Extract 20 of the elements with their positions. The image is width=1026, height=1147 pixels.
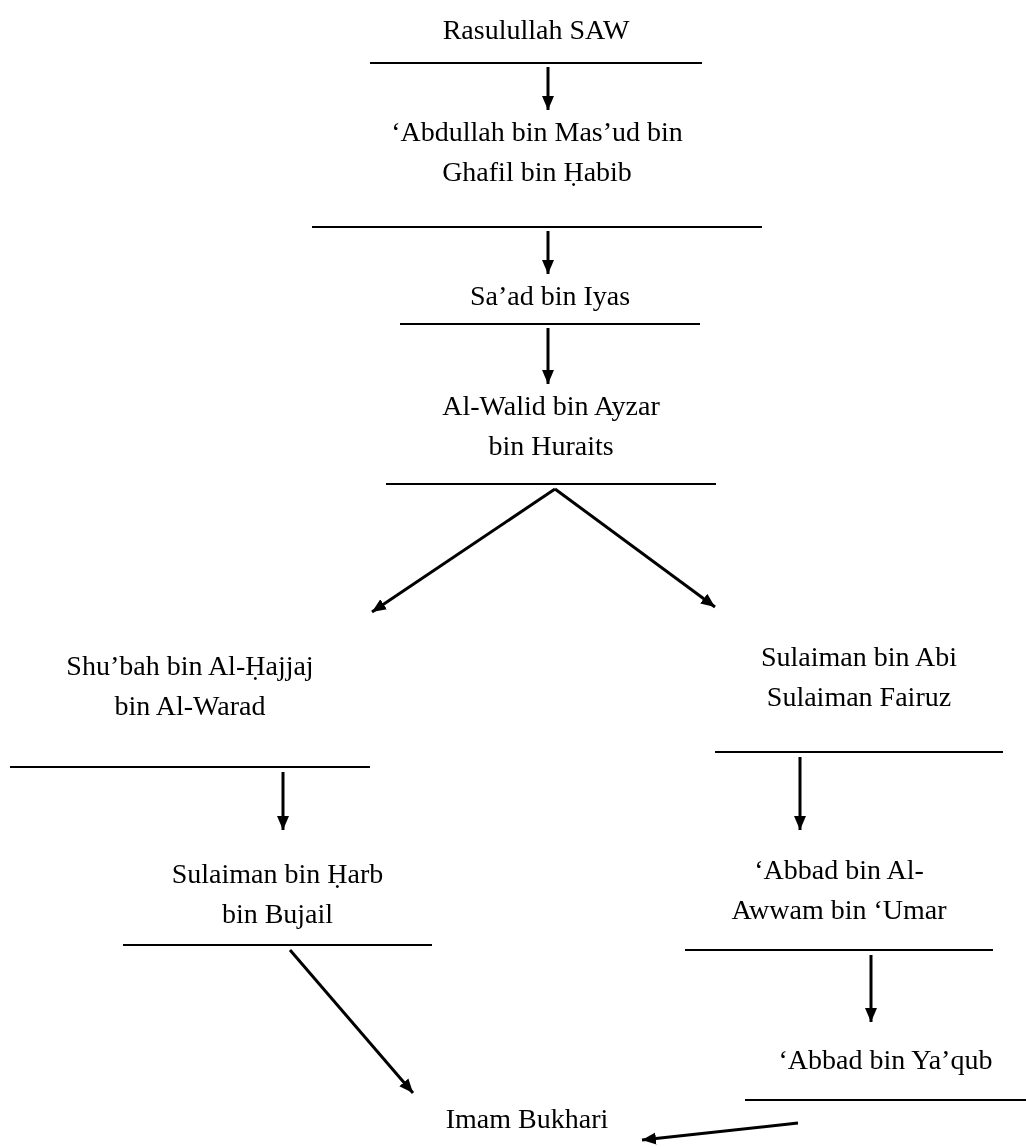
- arrow: [794, 757, 806, 830]
- name-text: Rasulullah SAW: [442, 13, 630, 47]
- arrow: [554, 487, 716, 609]
- arrow: [865, 955, 877, 1022]
- arrow: [641, 1121, 799, 1145]
- arrow: [542, 328, 554, 384]
- arrow: [542, 231, 554, 274]
- name-text: ‘Abbad bin Ya’qub: [778, 1043, 993, 1077]
- name-text: ‘Abdullah bin Mas’ud bin Ghafil bin Ḥabib: [390, 115, 684, 189]
- arrow: [542, 67, 554, 110]
- name-text: Al-Walid bin Ayzar bin Huraits: [441, 389, 661, 463]
- name-text: Imam Bukhari: [445, 1102, 609, 1136]
- name-text: ‘Abbad bin Al-Awwam bin ‘Umar: [730, 853, 948, 927]
- name-text: Sulaiman bin Ḥarb bin Bujail: [170, 857, 385, 931]
- name-text: Sulaiman bin Abi Sulaiman Fairuz: [760, 640, 958, 714]
- arrow: [371, 487, 556, 614]
- name-text: Shu’bah bin Al-Ḥajjaj bin Al-Warad: [65, 649, 315, 723]
- arrow: [288, 949, 415, 1094]
- name-text: Sa’ad bin Iyas: [469, 279, 631, 313]
- arrow: [277, 772, 289, 830]
